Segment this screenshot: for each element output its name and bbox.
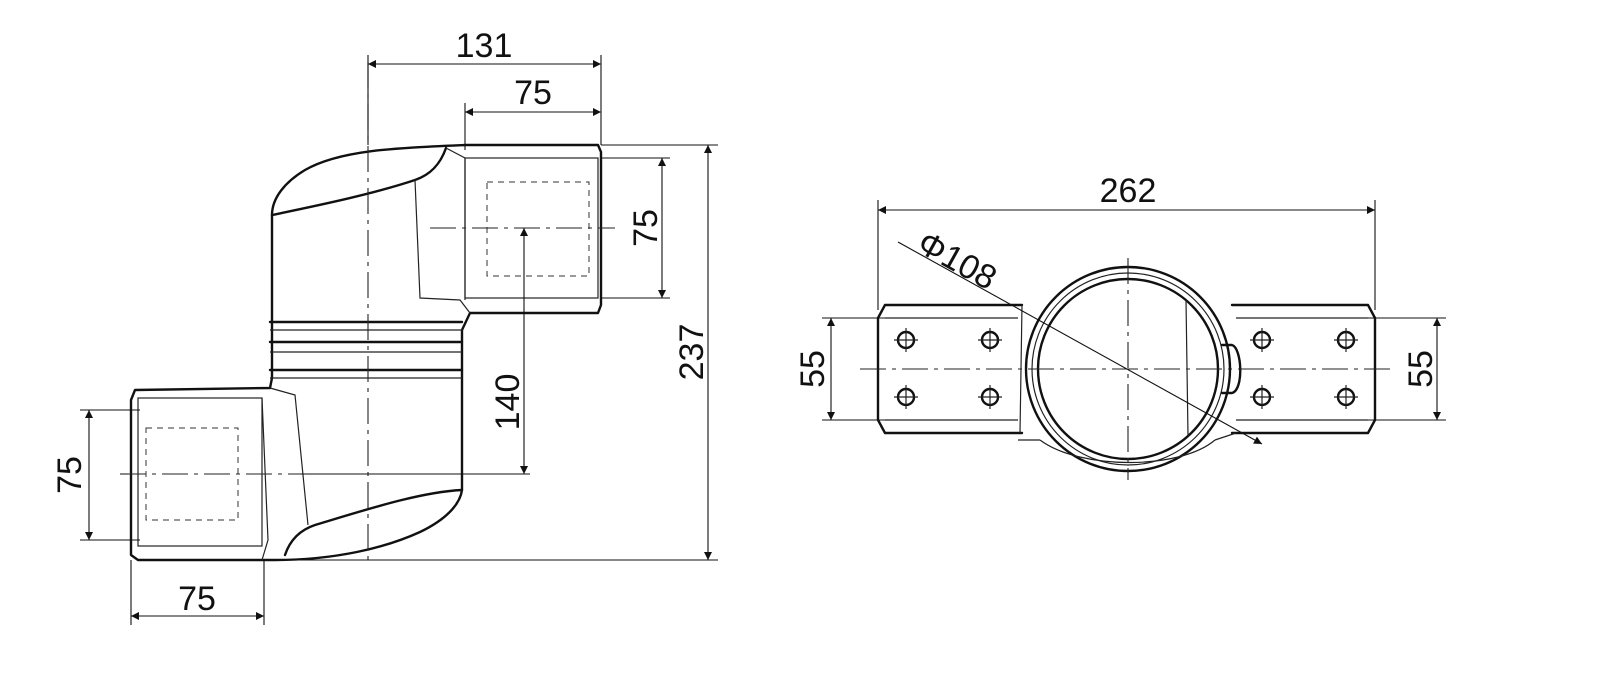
dim-overall-length: 262 [1100,172,1157,210]
side-lower-socket-edge [261,397,269,561]
dim-center-offset: 140 [489,374,527,431]
top-lower-web [1039,439,1216,463]
dim-overall-width: 131 [456,27,513,65]
side-lower-neck [269,387,309,526]
side-view [120,62,615,562]
dim-diameter: Φ108 [911,224,1003,298]
bolt-holes [894,328,1358,409]
side-dimensions: 131 75 75 237 140 75 75 [51,27,718,625]
side-collar-bands [268,320,464,379]
dim-top-socket-width: 75 [514,74,552,112]
side-upper-neck [414,179,471,314]
dim-bottom-socket-width: 75 [178,580,216,618]
dim-right-bolt-spacing: 55 [1402,350,1440,388]
side-upper-socket-edge [445,147,466,300]
dim-top-socket-height: 75 [627,209,665,247]
side-upper-shoulder [270,146,448,217]
dim-bottom-socket-height: 75 [51,456,89,494]
side-upper-socket-bore [486,181,590,277]
dim-overall-height: 237 [673,324,711,381]
top-dimensions: 262 Φ108 55 55 [794,172,1446,445]
side-lower-shoulder [283,488,464,557]
side-lower-socket [137,397,263,547]
top-right-web [1185,299,1189,437]
dim-left-bolt-spacing: 55 [794,350,832,388]
top-view [860,258,1390,480]
